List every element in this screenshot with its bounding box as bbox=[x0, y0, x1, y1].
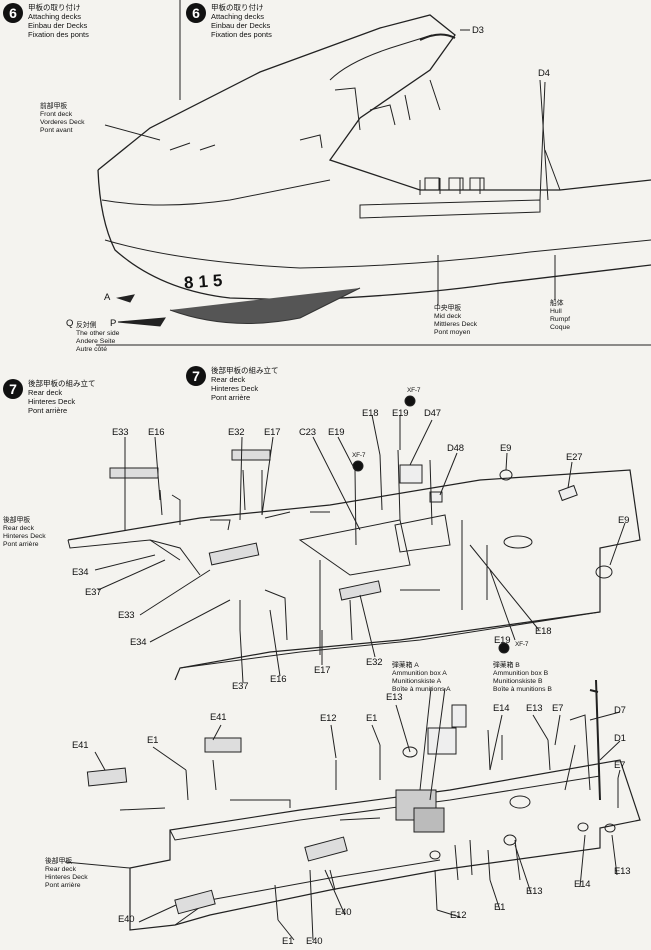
part-label: E19 bbox=[392, 408, 409, 419]
part-label: E13 bbox=[614, 866, 631, 877]
part-label: E12 bbox=[320, 713, 337, 724]
step-number: 6 bbox=[3, 3, 23, 23]
part-label: E7 bbox=[552, 703, 564, 714]
paint-code: XF-7 bbox=[352, 452, 366, 459]
part-label: E33 bbox=[118, 610, 135, 621]
step-title: 甲板の取り付け Attaching decks Einbau der Decks… bbox=[28, 3, 89, 39]
part-label: A bbox=[104, 292, 111, 303]
part-label: E1 bbox=[282, 936, 294, 947]
part-label: E18 bbox=[362, 408, 379, 419]
paint-code: XF-7 bbox=[407, 387, 421, 394]
part-label: E18 bbox=[535, 626, 552, 637]
part-label: D47 bbox=[424, 408, 441, 419]
part-label: E32 bbox=[228, 427, 245, 438]
part-label: E37 bbox=[232, 681, 249, 692]
part-label: E17 bbox=[314, 665, 331, 676]
part-label: E13 bbox=[526, 703, 543, 714]
part-label: D7 bbox=[614, 705, 626, 716]
part-label: E40 bbox=[335, 907, 352, 918]
part-label: E1 bbox=[366, 713, 378, 724]
part-label: E40 bbox=[306, 936, 323, 947]
part-label: E14 bbox=[574, 879, 591, 890]
part-label: Q bbox=[66, 318, 74, 329]
part-label: E40 bbox=[118, 914, 135, 925]
part-label: E9 bbox=[618, 515, 630, 526]
part-label: D48 bbox=[447, 443, 464, 454]
part-label: E13 bbox=[386, 692, 403, 703]
part-label: E14 bbox=[493, 703, 510, 714]
part-label: E1 bbox=[494, 902, 506, 913]
part-label: E1 bbox=[147, 735, 159, 746]
step-6-header-left: 6 甲板の取り付け Attaching decks Einbau der Dec… bbox=[3, 3, 89, 39]
hull-number: 815 bbox=[183, 270, 228, 293]
step-6-header-right: 6 甲板の取り付け Attaching decks Einbau der Dec… bbox=[186, 3, 272, 39]
step-title: 甲板の取り付け Attaching decks Einbau der Decks… bbox=[211, 3, 272, 39]
part-label: E19 bbox=[494, 635, 511, 646]
part-label: E7 bbox=[614, 760, 626, 771]
part-label: E34 bbox=[72, 567, 89, 578]
part-label: E19 bbox=[328, 427, 345, 438]
step-number: 6 bbox=[186, 3, 206, 23]
part-label: E41 bbox=[72, 740, 89, 751]
part-label: E32 bbox=[366, 657, 383, 668]
part-label: D3 bbox=[472, 25, 484, 36]
part-label: E17 bbox=[264, 427, 281, 438]
part-label: E27 bbox=[566, 452, 583, 463]
step-number: 7 bbox=[186, 366, 206, 386]
part-label: E13 bbox=[526, 886, 543, 897]
part-label: E16 bbox=[148, 427, 165, 438]
part-label: E41 bbox=[210, 712, 227, 723]
part-label: E37 bbox=[85, 587, 102, 598]
part-label: E34 bbox=[130, 637, 147, 648]
part-label: E16 bbox=[270, 674, 287, 685]
part-label: D1 bbox=[614, 733, 626, 744]
part-label: D4 bbox=[538, 68, 550, 79]
step-number: 7 bbox=[3, 379, 23, 399]
part-label: E9 bbox=[500, 443, 512, 454]
paint-code: XF-7 bbox=[515, 641, 529, 648]
part-label: E12 bbox=[450, 910, 467, 921]
part-label: C23 bbox=[299, 427, 316, 438]
part-label: E33 bbox=[112, 427, 129, 438]
part-label: P bbox=[110, 318, 117, 329]
